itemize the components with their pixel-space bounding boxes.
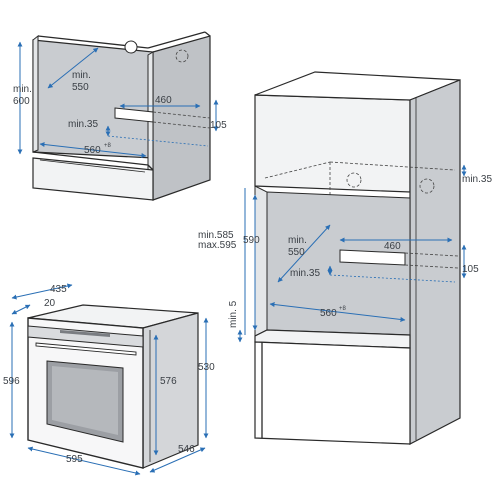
base-cabinet-back-panel bbox=[32, 39, 154, 159]
base-cabinet-left-side bbox=[32, 34, 39, 153]
base-height-label: min. 600 bbox=[13, 84, 35, 107]
tall-vent-gap-label: min.35 bbox=[290, 268, 320, 279]
oven-display bbox=[60, 330, 110, 337]
tall-vent-height-label: 105 bbox=[462, 264, 479, 275]
oven-body-height-label: 576 bbox=[160, 376, 177, 387]
tall-width-tolerance: +8 bbox=[339, 306, 347, 312]
cable-hole-icon bbox=[124, 40, 138, 54]
tall-width-label: 560 bbox=[320, 308, 337, 319]
tall-opening-height-label: 590 bbox=[243, 235, 260, 246]
base-vent-height-label: 105 bbox=[210, 120, 227, 131]
tall-cabinet-upper-front bbox=[254, 94, 411, 193]
tall-cabinet-lower-front bbox=[254, 341, 411, 445]
base-gap-label: min.35 bbox=[68, 119, 98, 130]
oven-front-depth-label: 20 bbox=[44, 298, 56, 309]
tall-depth-label: min. 550 bbox=[288, 235, 310, 258]
tall-vent-width-label: 460 bbox=[384, 241, 401, 252]
tall-top-gap-label: min.35 bbox=[462, 174, 492, 185]
oven-control-panel bbox=[27, 325, 144, 348]
oven: 435 20 596 576 530 595 546 bbox=[3, 283, 215, 476]
base-depth-label: min. 550 bbox=[72, 70, 94, 93]
tall-cabinet-opening-left bbox=[254, 185, 268, 337]
tall-base-gap-label: min. 5 bbox=[228, 300, 239, 328]
cable-hole-icon bbox=[175, 49, 189, 63]
oven-width-label: 595 bbox=[66, 454, 83, 465]
tall-cabinet-right-side bbox=[409, 79, 461, 445]
base-cabinet-plinth bbox=[32, 157, 154, 201]
base-width-tolerance: +8 bbox=[104, 143, 112, 149]
tall-opening-range-label: min.585 max.595 bbox=[198, 230, 237, 251]
oven-door-handle bbox=[35, 342, 137, 356]
oven-depth-label: 546 bbox=[178, 444, 195, 455]
tall-cabinet-vent bbox=[339, 249, 406, 266]
oven-top-depth-label: 435 bbox=[50, 284, 67, 295]
tall-cabinet: min.35 min.585 max.595 590 min. 550 460 … bbox=[198, 71, 492, 445]
base-vent-width-label: 460 bbox=[155, 95, 172, 106]
oven-front-height-label: 596 bbox=[3, 376, 20, 387]
cable-hole-icon bbox=[346, 172, 362, 188]
oven-window-inner bbox=[52, 366, 118, 435]
oven-side-height-label: 530 bbox=[198, 362, 215, 373]
base-cabinet-right-side bbox=[152, 35, 211, 201]
base-cabinet: min. 600 min. 550 460 105 min.35 560 +8 bbox=[13, 31, 227, 201]
base-width-label: 560 bbox=[84, 145, 101, 156]
cable-hole-icon bbox=[419, 178, 435, 194]
